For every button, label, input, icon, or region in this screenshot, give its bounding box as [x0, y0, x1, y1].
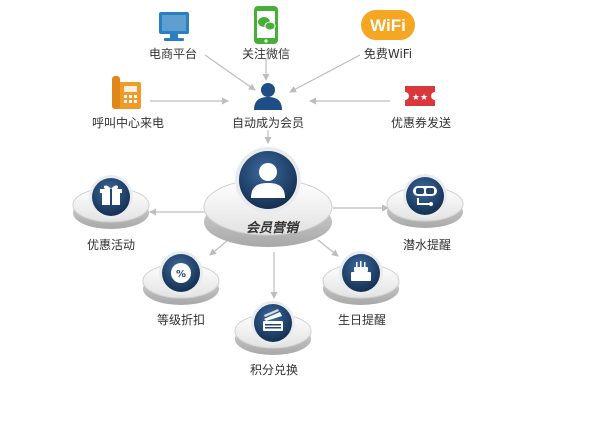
label-wechat: 关注微信: [241, 47, 291, 61]
label-ecommerce: 电商平台: [148, 47, 198, 61]
wechat-phone-icon: [254, 6, 278, 44]
wifi-icon: WiFi: [361, 10, 415, 40]
label-coupon: 优惠券发送: [390, 116, 452, 130]
gift-icon: [100, 185, 122, 205]
hub-member-disc: [235, 147, 301, 213]
arrow-ecommerce-to-member: [204, 54, 256, 91]
arrow-hub-to-tier: [209, 239, 229, 256]
label-tier: 等级折扣: [156, 313, 206, 327]
member-person-icon: [254, 83, 282, 110]
label-member: 自动成为会员: [231, 116, 305, 130]
label-wifi: 免费WiFi: [363, 47, 413, 61]
label-dormant: 潜水提醒: [402, 238, 452, 252]
points-node: [234, 301, 312, 355]
computer-monitor-icon: [159, 12, 189, 41]
svg-text:★★: ★★: [412, 93, 428, 103]
arrows: [149, 54, 390, 299]
coupon-ticket-icon: ★★: [405, 86, 435, 106]
discount-badge-icon: %: [171, 263, 191, 283]
hub-title: 会员营销: [246, 220, 301, 236]
diving-mask-icon: [413, 186, 437, 206]
points-card-icon: [263, 309, 283, 331]
label-promo: 优惠活动: [86, 238, 136, 252]
birthday-cake-icon: [351, 261, 371, 281]
telephone-icon: [112, 76, 141, 109]
label-birthday: 生日提醒: [337, 313, 387, 327]
dormant-node: [386, 174, 464, 228]
arrow-hub-to-birthday: [317, 239, 339, 257]
discount-percent-text: %: [176, 269, 186, 280]
arrow-wifi-to-member: [289, 54, 361, 93]
label-points: 积分兑换: [249, 363, 299, 377]
wifi-logo-text: WiFi: [370, 16, 406, 35]
label-callcenter: 呼叫中心来电: [91, 116, 165, 130]
